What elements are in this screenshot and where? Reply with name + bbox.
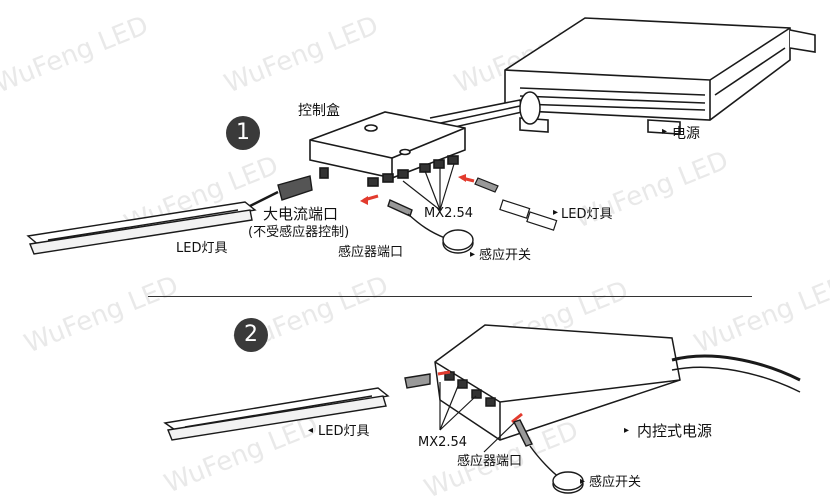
psu-cable: [429, 91, 541, 133]
mx-pointer-lines-top: [402, 163, 455, 211]
internal-power-supply: [434, 324, 801, 441]
label-sensor-port-top: 感应器端口: [338, 245, 404, 260]
label-sensor-port-bottom: 感应器端口: [457, 454, 523, 469]
led-strip-bottom: [163, 373, 431, 441]
pointer-arrow-icon: ▸: [553, 207, 559, 218]
label-high-current-port: 大电流端口: [263, 205, 339, 223]
pointer-arrow-icon: ▸: [662, 126, 668, 137]
pointer-arrow-icon: ◂: [308, 425, 314, 436]
label-led-left-top: LED灯具: [176, 241, 228, 256]
step-badge-2: 2: [234, 318, 268, 352]
label-sensor-switch-top: 感应开关: [479, 248, 532, 263]
section-divider: [148, 296, 752, 297]
label-high-current-note: (不受感应器控制): [248, 225, 350, 240]
label-mx-top: MX2.54: [424, 206, 474, 221]
label-sensor-switch-bottom: 感应开关: [589, 475, 642, 490]
sensor-switch-top: [360, 194, 474, 254]
pointer-arrow-icon: ▸: [624, 425, 630, 436]
pointer-arrow-icon: ▸: [470, 249, 476, 260]
label-power-supply: 电源: [672, 126, 700, 142]
mx-arrows-bottom: [437, 370, 523, 424]
pointer-arrow-icon: ▸: [580, 476, 586, 487]
label-led-right: LED灯具: [561, 207, 613, 222]
power-supply: [504, 17, 816, 135]
sensor-switch-bottom: [513, 419, 584, 494]
label-mx-bottom: MX2.54: [418, 435, 468, 450]
led-strip-top: [26, 175, 313, 255]
step-badge-1: 1: [226, 116, 260, 150]
label-led-bottom: LED灯具: [318, 424, 370, 439]
led-connector-right: [458, 174, 558, 231]
label-internal-power: 内控式电源: [637, 422, 713, 440]
mx-pointer-lines-bottom: [439, 382, 516, 453]
control-box: [309, 111, 466, 187]
label-control-box: 控制盒: [298, 103, 340, 119]
